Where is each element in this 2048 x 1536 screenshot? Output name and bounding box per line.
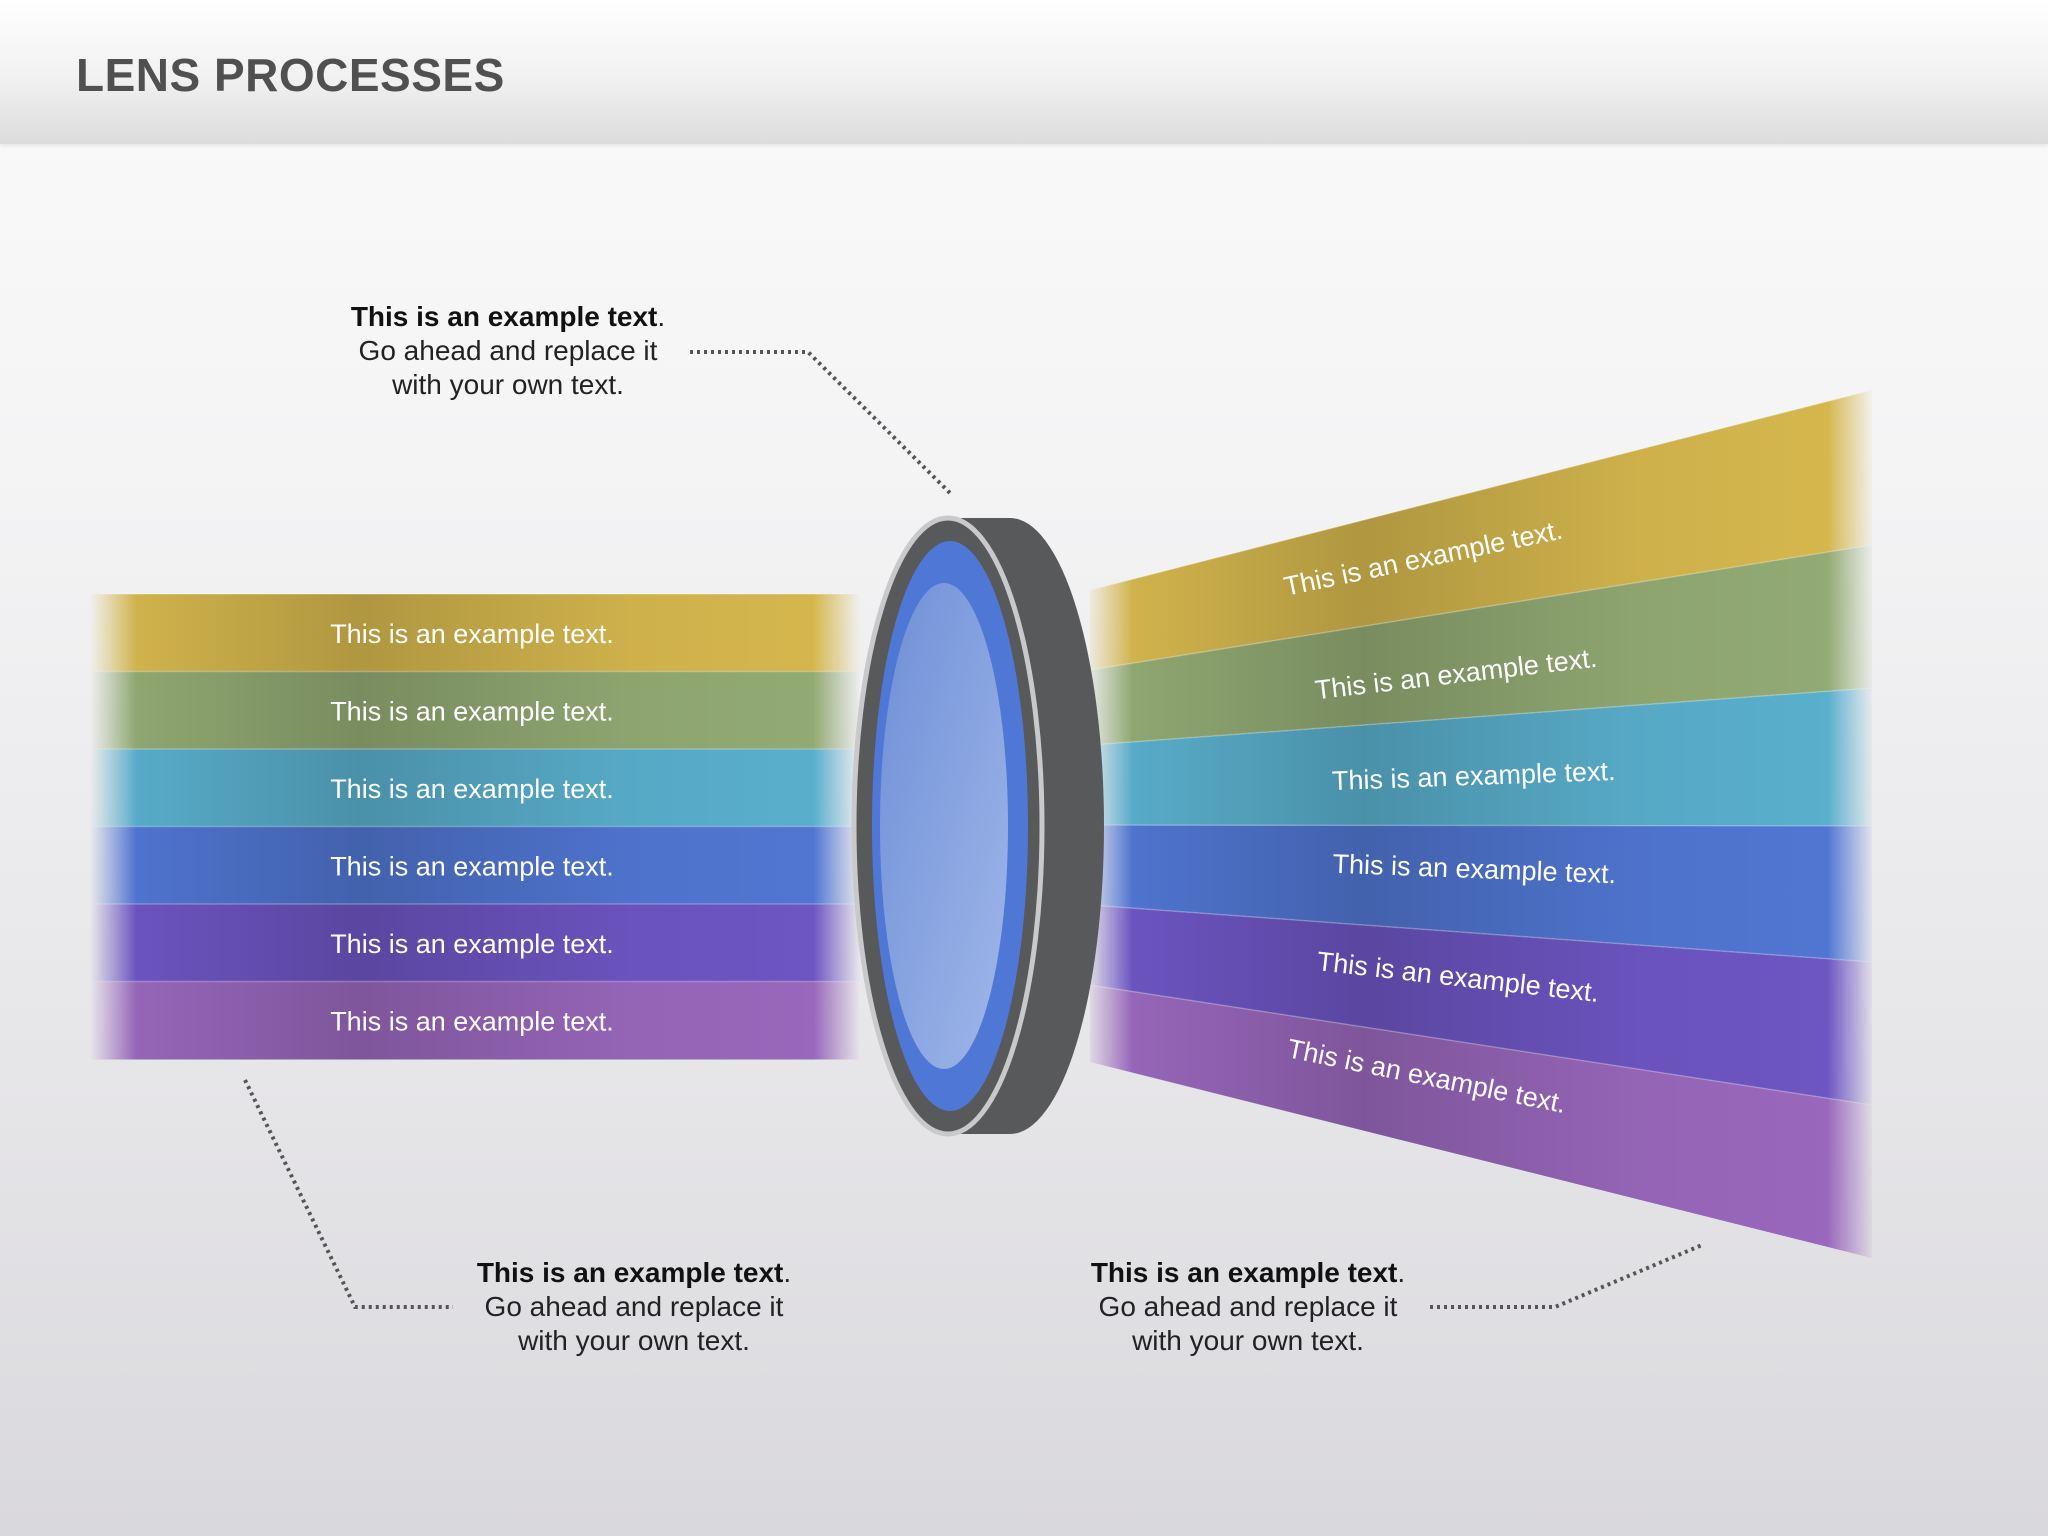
right-band-shade xyxy=(1090,825,1872,962)
header-bar xyxy=(0,0,2048,144)
right-band-6: This is an example text. xyxy=(1089,984,1873,1258)
right-band-shade xyxy=(1090,545,1872,745)
left-band-shade xyxy=(90,826,860,905)
callout-top-heading-suffix: . xyxy=(657,301,666,332)
right-band-4: This is an example text. xyxy=(1089,824,1873,962)
right-band-1: This is an example text. xyxy=(1089,389,1873,670)
callout-bottom-left-heading: This is an example text xyxy=(476,1257,784,1288)
left-band-label: This is an example text. xyxy=(330,774,614,804)
callout-bottom-right-heading: This is an example text xyxy=(1090,1257,1398,1288)
left-band-3: This is an example text. xyxy=(90,748,860,827)
left-band-shade xyxy=(90,749,860,827)
right-band-shade xyxy=(1090,688,1872,826)
lens-glass-inner xyxy=(880,583,1008,1069)
left-band-label: This is an example text. xyxy=(330,851,614,881)
left-band-6: This is an example text. xyxy=(90,980,860,1060)
left-band-shade xyxy=(90,671,860,750)
bottom-left-callout-connector xyxy=(243,1079,453,1309)
right-band-shade xyxy=(1090,985,1872,1258)
right-band-divider xyxy=(1089,984,1873,1106)
left-band-shade xyxy=(90,904,860,982)
left-band-1: This is an example text. xyxy=(90,593,860,672)
callout-top-heading: This is an example text xyxy=(350,301,658,332)
top-callout-connector xyxy=(690,350,954,497)
callout-bottom-left: This is an example text. Go ahead and re… xyxy=(414,1256,854,1358)
left-band-label: This is an example text. xyxy=(330,619,614,649)
lens xyxy=(851,515,1104,1137)
callout-bottom-left-line2: Go ahead and replace it xyxy=(484,1291,784,1322)
callout-top-line2: Go ahead and replace it xyxy=(358,335,658,366)
left-band-2: This is an example text. xyxy=(90,670,860,750)
left-band-4: This is an example text. xyxy=(90,825,860,905)
callout-bottom-right: This is an example text. Go ahead and re… xyxy=(1028,1256,1468,1358)
left-band-shade xyxy=(90,594,860,672)
right-band-shade xyxy=(1090,390,1872,670)
right-band-divider xyxy=(1089,687,1873,746)
callout-bottom-right-line2: Go ahead and replace it xyxy=(1098,1291,1398,1322)
right-band-3: This is an example text. xyxy=(1089,687,1873,826)
left-band-label: This is an example text. xyxy=(330,696,614,726)
right-band-divider xyxy=(1089,824,1873,827)
right-band-2: This is an example text. xyxy=(1089,544,1873,745)
callout-bottom-right-line3: with your own text. xyxy=(1132,1325,1364,1356)
bottom-right-callout-connector xyxy=(1430,1243,1703,1309)
page-title: LENS PROCESSES xyxy=(76,49,505,101)
callout-bottom-right-heading-suffix: . xyxy=(1397,1257,1406,1288)
callout-bottom-left-heading-suffix: . xyxy=(783,1257,792,1288)
right-band-shade xyxy=(1090,905,1872,1105)
right-band-5: This is an example text. xyxy=(1089,904,1873,1105)
left-band-label: This is an example text. xyxy=(330,929,614,959)
callout-bottom-left-line3: with your own text. xyxy=(518,1325,750,1356)
callout-top-line3: with your own text. xyxy=(392,369,624,400)
left-band-label: This is an example text. xyxy=(330,1006,614,1036)
callout-top: This is an example text. Go ahead and re… xyxy=(288,300,728,402)
left-band-5: This is an example text. xyxy=(90,903,860,982)
right-band-divider xyxy=(1089,904,1873,963)
right-band-divider xyxy=(1089,544,1873,671)
right-band-divider xyxy=(1089,389,1873,591)
left-band-shade xyxy=(90,981,860,1060)
